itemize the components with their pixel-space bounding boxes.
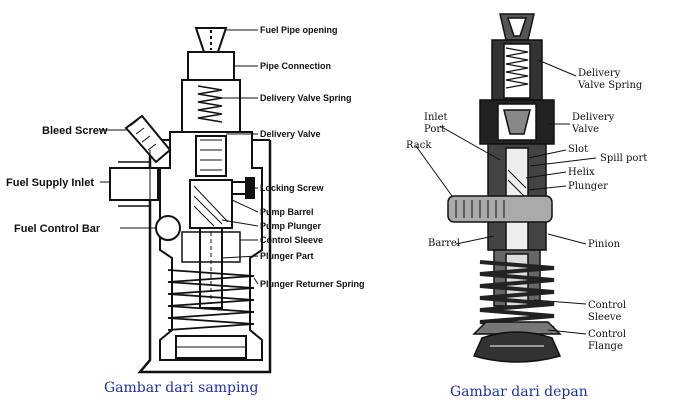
label-inlet-port-1: Inlet	[424, 112, 448, 123]
label-locking-screw: Locking Screw	[260, 183, 325, 193]
label-pipe-connection: Pipe Connection	[260, 61, 331, 71]
label-delivery-valve-front-2: Valve	[571, 124, 599, 135]
label-control-flange-2: Flange	[588, 341, 623, 352]
label-bleed-screw: Bleed Screw	[42, 125, 108, 137]
label-control-sleeve-front-1: Control	[588, 300, 626, 311]
label-delivery-valve: Delivery Valve	[260, 129, 321, 139]
label-control-sleeve-front-2: Sleeve	[588, 312, 622, 323]
side-view-pump-drawing	[109, 27, 272, 374]
label-rack: Rack	[406, 140, 432, 151]
label-slot: Slot	[568, 144, 588, 155]
caption-side-view: Gambar dari samping	[104, 380, 259, 396]
label-pump-plunger: Pump Plunger	[260, 221, 322, 231]
front-view-pump-drawing	[447, 13, 562, 363]
label-helix: Helix	[568, 167, 595, 178]
label-spill-port: Spill port	[600, 153, 647, 164]
front-view-leader-lines	[415, 59, 597, 335]
label-control-sleeve: Control Sleeve	[260, 235, 323, 245]
side-view-leader-lines	[100, 29, 259, 285]
label-plunger-returner-spring: Plunger Returner Spring	[260, 279, 365, 289]
label-fuel-pipe-opening: Fuel Pipe opening	[260, 25, 338, 35]
caption-front-view: Gambar dari depan	[450, 384, 588, 400]
label-pump-barrel: Pump Barrel	[260, 207, 314, 217]
label-delivery-valve-spring-front-1: Delivery	[578, 68, 621, 79]
label-control-flange-1: Control	[588, 329, 626, 340]
label-inlet-port-2: Port	[424, 124, 445, 135]
label-pinion: Pinion	[588, 239, 621, 250]
label-barrel: Barrel	[428, 238, 460, 249]
label-fuel-supply-inlet: Fuel Supply Inlet	[6, 177, 94, 189]
label-delivery-valve-spring: Delivery Valve Spring	[260, 93, 352, 103]
label-plunger-part: Plunger Part	[260, 251, 314, 261]
label-delivery-valve-front-1: Delivery	[572, 112, 615, 123]
label-delivery-valve-spring-front-2: Valve Spring	[577, 80, 643, 91]
label-plunger: Plunger	[568, 181, 608, 192]
label-fuel-control-bar: Fuel Control Bar	[14, 223, 101, 235]
